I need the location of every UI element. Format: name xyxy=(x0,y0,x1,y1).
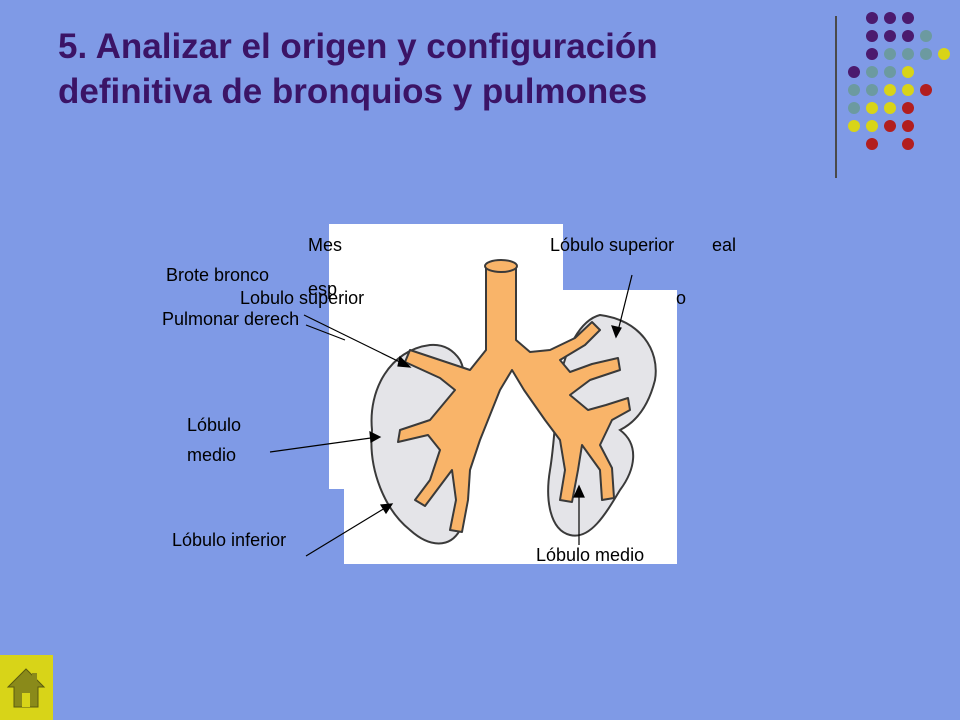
decorative-dot xyxy=(902,48,914,60)
label-lobulo-superior-right: Lóbulo superior xyxy=(550,235,675,255)
decorative-dot xyxy=(902,102,914,114)
decorative-dot xyxy=(866,12,878,24)
decorative-dot xyxy=(920,30,932,42)
decorative-dot xyxy=(848,120,860,132)
label-lobulo-inferior: Lóbulo inferior xyxy=(172,530,287,550)
decorative-dot xyxy=(884,102,896,114)
decorative-dot xyxy=(902,12,914,24)
label-fragment-o: o xyxy=(676,288,687,308)
decorative-dot xyxy=(902,138,914,150)
decorative-dot xyxy=(902,84,914,96)
decorative-dot xyxy=(902,120,914,132)
decorative-dot xyxy=(866,30,878,42)
decorative-dot xyxy=(884,120,896,132)
label-fragment-esp: esp xyxy=(308,279,338,299)
slide-title: 5. Analizar el origen y configuración de… xyxy=(58,24,818,114)
label-fragment-eal: eal xyxy=(712,235,737,255)
decorative-dot xyxy=(866,102,878,114)
home-button[interactable] xyxy=(0,655,53,720)
decorative-dot xyxy=(866,138,878,150)
decorative-divider xyxy=(835,16,837,178)
decorative-dot xyxy=(884,84,896,96)
bronchi xyxy=(397,259,631,533)
decorative-dot xyxy=(884,12,896,24)
label-fragment-mes: Mes xyxy=(308,235,343,255)
decorative-dot xyxy=(848,102,860,114)
decorative-dot xyxy=(866,66,878,78)
label-lobulo-medio-left-2: medio xyxy=(187,445,237,465)
decorative-dot xyxy=(938,48,950,60)
pointer-arrows xyxy=(269,274,633,557)
decorative-dot xyxy=(866,120,878,132)
label-brote-broncopulmonar-2: Pulmonar derech xyxy=(162,309,300,329)
label-lobulo-medio-left-1: Lóbulo xyxy=(187,415,242,435)
decorative-dot-grid xyxy=(848,12,950,162)
decorative-dot xyxy=(866,84,878,96)
decorative-dot xyxy=(884,48,896,60)
decorative-dot xyxy=(848,66,860,78)
decorative-dot xyxy=(884,66,896,78)
decorative-dot xyxy=(920,48,932,60)
decorative-dot xyxy=(866,48,878,60)
decorative-dot xyxy=(902,30,914,42)
home-icon xyxy=(6,668,46,708)
title-line-1: 5. Analizar el origen y configuración xyxy=(58,27,658,66)
decorative-dot xyxy=(884,30,896,42)
decorative-dot xyxy=(920,84,932,96)
label-lobulo-superior-left: Lobulo superior xyxy=(240,288,365,308)
label-lobulo-medio-right: Lóbulo medio xyxy=(536,545,645,565)
decorative-dot xyxy=(848,84,860,96)
title-line-2: definitiva de bronquios y pulmones xyxy=(58,72,648,111)
label-brote-broncopulmonar-1: Brote bronco xyxy=(166,265,270,285)
decorative-dot xyxy=(902,66,914,78)
